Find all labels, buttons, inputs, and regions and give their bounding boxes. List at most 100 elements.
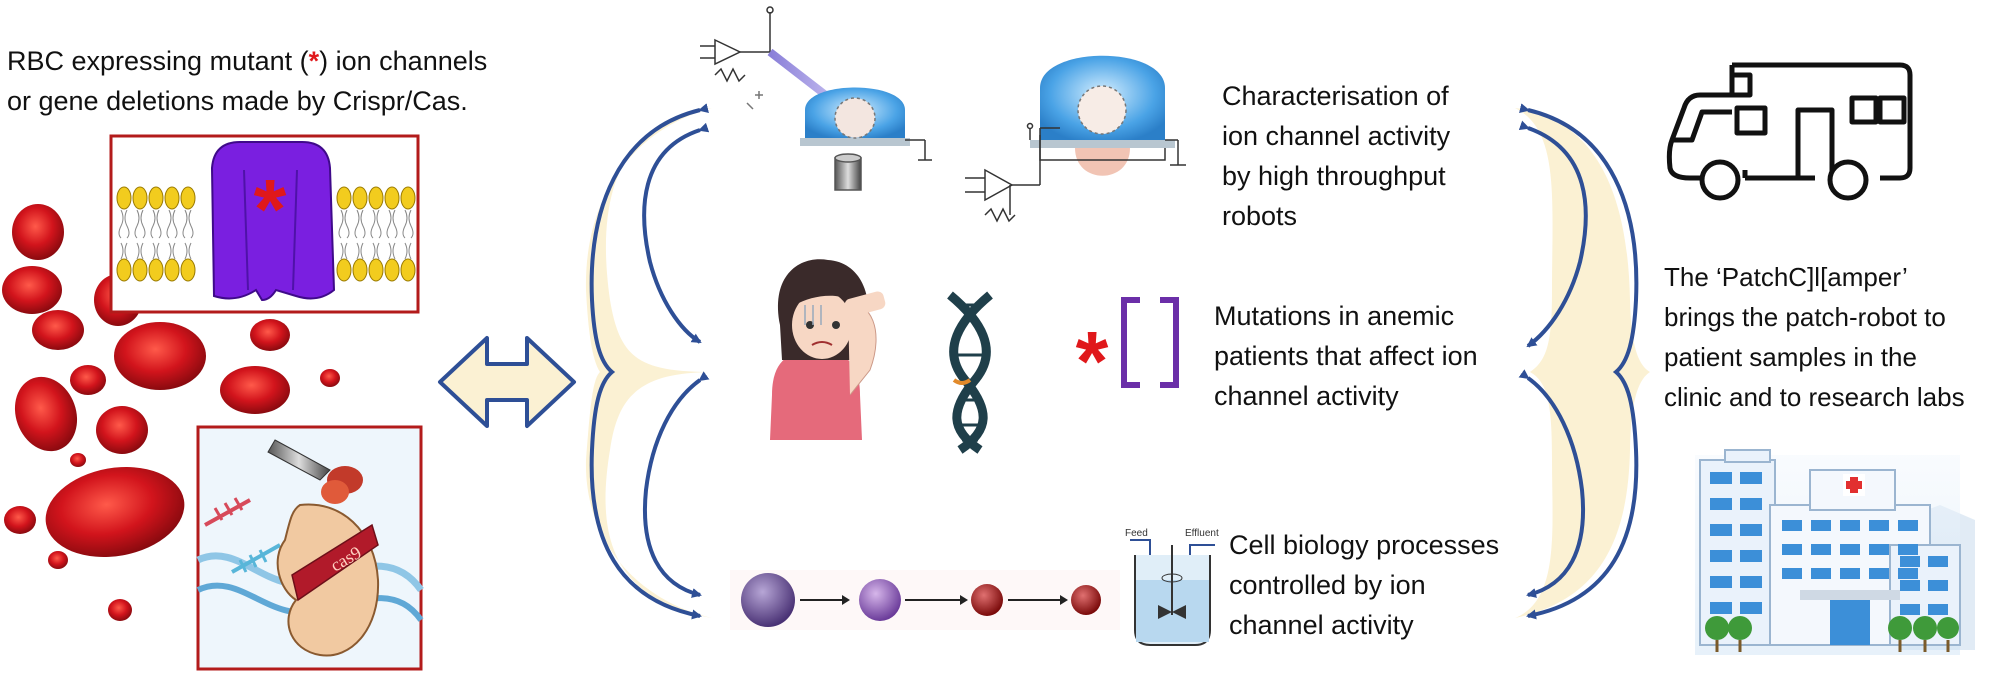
lipid-tail xyxy=(356,242,364,260)
lipid-head xyxy=(116,186,132,210)
hospital-window xyxy=(1782,544,1802,555)
hospital-window xyxy=(1900,580,1920,591)
camper-van-icon xyxy=(1666,62,1913,201)
hospital-window xyxy=(1869,568,1889,579)
red-asterisk: * xyxy=(308,46,320,76)
hospital-window xyxy=(1811,520,1831,531)
lipid-tail xyxy=(182,209,194,239)
item-mutations: Mutations in anemic patients that affect… xyxy=(1214,296,1478,416)
lipid-tail xyxy=(150,209,162,239)
right-caption-line-4: clinic and to research labs xyxy=(1664,382,1965,412)
lipid-tail xyxy=(168,242,176,260)
mutation-star: * xyxy=(1076,314,1109,408)
left-caption-text-a: RBC expressing mutant ( xyxy=(7,46,309,76)
right-caption-line-2: brings the patch-robot to xyxy=(1664,302,1946,332)
item-cell-biology: Cell biology processes controlled by ion… xyxy=(1229,525,1499,645)
item-1-line-4: robots xyxy=(1222,201,1298,231)
item-1-line-1: Characterisation of xyxy=(1222,81,1449,111)
item-2-line-1: Mutations in anemic xyxy=(1214,301,1455,331)
left-caption-line-1: RBC expressing mutant (*) ion channels xyxy=(7,41,487,81)
lipid-tail xyxy=(388,242,396,260)
hospital-window xyxy=(1898,544,1918,555)
hospital-window xyxy=(1740,576,1762,588)
anemic-patient-illustration xyxy=(770,259,886,440)
feed-label: Feed xyxy=(1125,528,1148,539)
left-brace xyxy=(585,103,715,620)
hospital-window xyxy=(1840,520,1860,531)
hospital-window xyxy=(1710,498,1732,510)
lipid-tail xyxy=(118,209,130,239)
lipid-head xyxy=(384,258,400,282)
lipid-tail xyxy=(404,242,412,260)
lipid-tail xyxy=(136,242,144,260)
patch-clamp-diagram-large xyxy=(965,55,1186,223)
hospital-window xyxy=(1900,556,1920,567)
left-caption-text-b: ) ion channels xyxy=(319,46,488,76)
lipid-head xyxy=(384,186,400,210)
hospital-window xyxy=(1710,576,1732,588)
hospital-window xyxy=(1898,520,1918,531)
item-1-line-3: by high throughput xyxy=(1222,161,1446,191)
lipid-head xyxy=(352,258,368,282)
hospital-window xyxy=(1710,472,1732,484)
hospital-window xyxy=(1811,568,1831,579)
hospital-window xyxy=(1898,568,1918,579)
item-1-line-2: ion channel activity xyxy=(1222,121,1451,151)
item-3-line-3: channel activity xyxy=(1229,610,1414,640)
hospital-window xyxy=(1840,544,1860,555)
lipid-tail xyxy=(386,209,398,239)
hospital-window xyxy=(1928,580,1948,591)
lipid-head xyxy=(368,186,384,210)
lipid-tail xyxy=(134,209,146,239)
hospital-window xyxy=(1811,544,1831,555)
patch-clamp-diagram-small xyxy=(700,6,932,191)
lipid-tail xyxy=(120,242,128,260)
lipid-head xyxy=(400,186,416,210)
lipid-tail xyxy=(166,209,178,239)
hospital-window xyxy=(1869,520,1889,531)
crispr-cas9-panel: cas9 xyxy=(196,425,424,671)
ion-channel-panel: * xyxy=(109,134,420,314)
right-caption: The ‘PatchC]l[amper’ brings the patch-ro… xyxy=(1664,257,1965,417)
bioreactor-icon: Feed Effluent xyxy=(1125,528,1219,646)
lipid-tail xyxy=(184,242,192,260)
hospital-window xyxy=(1869,544,1889,555)
hospital-window xyxy=(1740,524,1762,536)
lipid-head xyxy=(180,258,196,282)
mutation-asterisk: * xyxy=(254,162,287,256)
lipid-head xyxy=(132,186,148,210)
hospital-window xyxy=(1928,604,1948,615)
lipid-head xyxy=(148,186,164,210)
lipid-head xyxy=(148,258,164,282)
hospital-window xyxy=(1740,550,1762,562)
hospital-window xyxy=(1840,568,1860,579)
left-caption-line-2: or gene deletions made by Crispr/Cas. xyxy=(7,86,468,116)
hospital-window xyxy=(1710,602,1732,614)
hospital-window xyxy=(1928,556,1948,567)
lipid-head xyxy=(180,186,196,210)
lipid-tail xyxy=(354,209,366,239)
effluent-label: Effluent xyxy=(1185,528,1219,539)
lipid-head xyxy=(336,186,352,210)
hospital-window xyxy=(1900,604,1920,615)
item-3-line-2: controlled by ion xyxy=(1229,570,1426,600)
right-brace xyxy=(1515,103,1650,620)
lipid-head xyxy=(368,258,384,282)
right-caption-line-1: The ‘PatchC]l[amper’ xyxy=(1664,262,1908,292)
double-arrow xyxy=(438,336,576,428)
item-2-line-2: patients that affect ion xyxy=(1214,341,1478,371)
right-caption-line-3: patient samples in the xyxy=(1664,342,1917,372)
lipid-head xyxy=(164,258,180,282)
lipid-tail xyxy=(338,209,350,239)
lipid-head xyxy=(400,258,416,282)
lipid-tail xyxy=(372,242,380,260)
hospital-window xyxy=(1782,568,1802,579)
cell-differentiation-sequence xyxy=(730,570,1120,630)
lipid-head xyxy=(164,186,180,210)
item-2-line-3: channel activity xyxy=(1214,381,1399,411)
dna-helix-icon xyxy=(947,291,993,454)
hospital-window xyxy=(1710,524,1732,536)
hospital-window xyxy=(1740,472,1762,484)
